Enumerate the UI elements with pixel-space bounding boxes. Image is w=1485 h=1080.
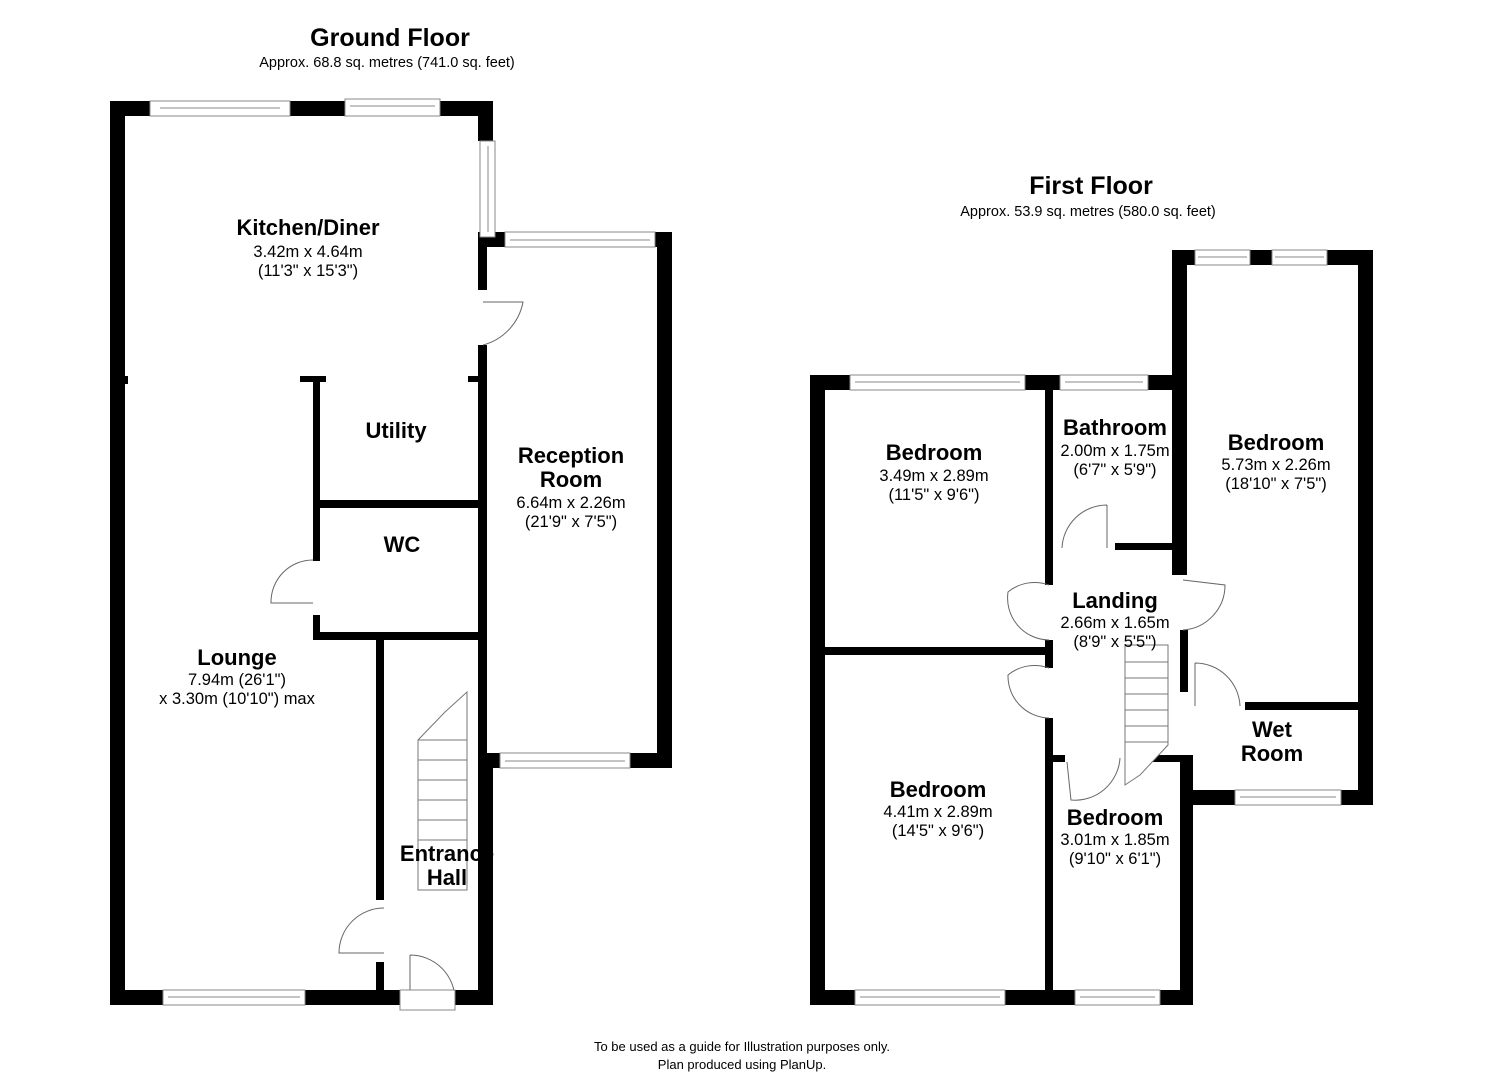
svg-text:3.42m x 4.64m: 3.42m x 4.64m <box>253 243 362 261</box>
svg-text:3.01m x 1.85m: 3.01m x 1.85m <box>1060 831 1169 849</box>
room-lounge: Lounge 7.94m (26'1") x 3.30m (10'10") ma… <box>159 645 315 708</box>
window <box>344 98 441 117</box>
svg-text:5.73m x 2.26m: 5.73m x 2.26m <box>1221 456 1330 474</box>
svg-text:Entrance: Entrance <box>400 841 494 866</box>
ground-floor-plan: Ground Floor Approx. 68.8 sq. metres (74… <box>110 24 672 1011</box>
door <box>482 301 524 346</box>
svg-text:Hall: Hall <box>427 865 467 890</box>
footer-disclaimer: To be used as a guide for Illustration p… <box>594 1039 890 1054</box>
svg-text:(14'5" x 9'6"): (14'5" x 9'6") <box>892 822 984 840</box>
svg-text:3.49m x 2.89m: 3.49m x 2.89m <box>879 467 988 485</box>
room-bedroom-3: Bedroom 4.41m x 2.89m (14'5" x 9'6") <box>883 777 992 840</box>
room-entrance-hall: Entrance Hall <box>400 841 494 890</box>
svg-text:Bedroom: Bedroom <box>890 777 987 802</box>
room-bedroom-4: Bedroom 3.01m x 1.85m (9'10" x 6'1") <box>1060 805 1169 868</box>
svg-text:x 3.30m (10'10") max: x 3.30m (10'10") max <box>159 690 315 708</box>
svg-text:(9'10" x 6'1"): (9'10" x 6'1") <box>1069 850 1161 868</box>
svg-text:(18'10" x 7'5"): (18'10" x 7'5") <box>1225 475 1326 493</box>
svg-text:2.00m x 1.75m: 2.00m x 1.75m <box>1060 442 1169 460</box>
first-floor-plan: First Floor Approx. 53.9 sq. metres (580… <box>810 172 1373 1006</box>
ground-floor-stairs <box>417 690 468 891</box>
first-floor-stairs <box>1124 644 1169 786</box>
svg-text:Wet: Wet <box>1252 717 1293 742</box>
svg-text:Kitchen/Diner: Kitchen/Diner <box>236 215 379 240</box>
room-wet-room: Wet Room <box>1241 717 1303 766</box>
first-floor-area: Approx. 53.9 sq. metres (580.0 sq. feet) <box>960 204 1216 220</box>
svg-text:6.64m x 2.26m: 6.64m x 2.26m <box>516 494 625 512</box>
first-floor-windows <box>849 249 1342 1006</box>
svg-text:(11'3" x 15'3"): (11'3" x 15'3") <box>258 262 358 280</box>
ground-floor-doors <box>270 301 524 1011</box>
room-utility: Utility <box>365 418 427 443</box>
svg-text:Lounge: Lounge <box>197 645 276 670</box>
svg-text:(11'5" x 9'6"): (11'5" x 9'6") <box>888 486 979 504</box>
svg-text:7.94m (26'1"): 7.94m (26'1") <box>188 671 286 689</box>
first-floor-doors <box>1007 504 1241 801</box>
svg-text:Reception: Reception <box>518 443 624 468</box>
svg-text:2.66m x 1.65m: 2.66m x 1.65m <box>1060 614 1169 632</box>
svg-text:Bedroom: Bedroom <box>886 440 983 465</box>
ground-floor-area: Approx. 68.8 sq. metres (741.0 sq. feet) <box>259 55 515 71</box>
door <box>270 559 314 604</box>
svg-text:Bedroom: Bedroom <box>1228 430 1325 455</box>
svg-text:Room: Room <box>540 467 602 492</box>
room-bedroom-1: Bedroom 3.49m x 2.89m (11'5" x 9'6") <box>879 440 988 504</box>
svg-text:Room: Room <box>1241 741 1303 766</box>
first-floor-title: First Floor <box>1029 172 1153 200</box>
room-wc: WC <box>384 532 421 557</box>
svg-text:(6'7" x 5'9"): (6'7" x 5'9") <box>1073 461 1156 479</box>
door <box>338 907 385 954</box>
room-reception: Reception Room 6.64m x 2.26m (21'9" x 7'… <box>516 443 625 531</box>
room-landing: Landing 2.66m x 1.65m (8'9" x 5'5") <box>1060 588 1169 651</box>
svg-text:Bathroom: Bathroom <box>1063 415 1167 440</box>
ground-floor-title: Ground Floor <box>310 24 470 52</box>
room-bathroom: Bathroom 2.00m x 1.75m (6'7" x 5'9") <box>1060 415 1169 479</box>
svg-text:Bedroom: Bedroom <box>1067 805 1164 830</box>
ground-floor-windows <box>149 98 656 1006</box>
svg-text:4.41m x 2.89m: 4.41m x 2.89m <box>883 803 992 821</box>
room-bedroom-2: Bedroom 5.73m x 2.26m (18'10" x 7'5") <box>1221 430 1330 493</box>
footer-credit: Plan produced using PlanUp. <box>658 1057 826 1072</box>
room-kitchen-diner: Kitchen/Diner 3.42m x 4.64m (11'3" x 15'… <box>236 215 379 280</box>
svg-text:Landing: Landing <box>1072 588 1158 613</box>
svg-text:(8'9" x 5'5"): (8'9" x 5'5") <box>1073 633 1156 651</box>
svg-text:(21'9" x 7'5"): (21'9" x 7'5") <box>525 513 617 531</box>
